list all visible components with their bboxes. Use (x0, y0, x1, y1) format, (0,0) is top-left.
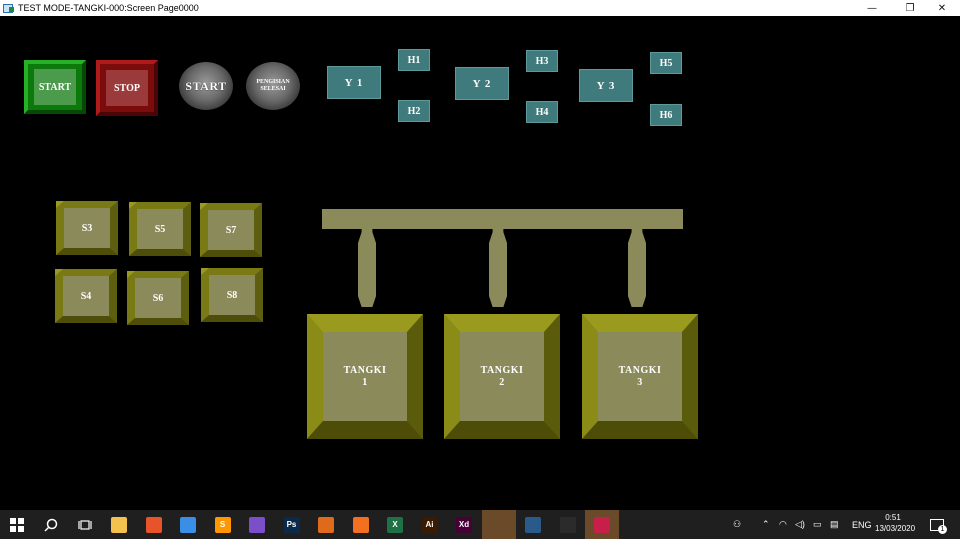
windows-start-icon[interactable] (0, 510, 34, 539)
illustrator-icon: Ai (421, 516, 438, 533)
filling-done-label-line1: PENGISIAN (256, 79, 290, 85)
notification-center-icon[interactable]: 1 (930, 510, 947, 539)
hmi-tool-icon (525, 516, 541, 533)
hmi-tool-app-icon[interactable] (516, 510, 550, 539)
filling-done-label-line2: SELESAI (260, 86, 286, 92)
window-titlebar: TEST MODE-TANGKI-000:Screen Page0000 (0, 0, 960, 16)
battery-icon[interactable]: ▭ (813, 519, 822, 529)
sensor-s5[interactable]: S5 (129, 202, 191, 256)
window-title: TEST MODE-TANGKI-000:Screen Page0000 (18, 3, 199, 13)
stop-button[interactable]: STOP (96, 60, 158, 116)
filling-done-indicator-lamp: PENGISIAN SELESAI (246, 62, 300, 110)
sensor-s4[interactable]: S4 (55, 269, 117, 323)
file-explorer-icon (111, 516, 127, 533)
tank-3[interactable]: TANGKI 3 (582, 314, 698, 439)
start-indicator-lamp: START (179, 62, 233, 110)
tank-3-label: TANGKI (618, 364, 662, 376)
plc-tool-icon (490, 516, 507, 533)
indicator-h5[interactable]: H5 (650, 52, 682, 74)
valve-y2[interactable]: Y 2 (455, 67, 509, 100)
indicator-h1[interactable]: H1 (398, 49, 430, 71)
sensor-s8-label: S8 (209, 275, 255, 315)
visual-studio-app-icon[interactable] (240, 510, 274, 539)
indicator-h4[interactable]: H4 (526, 101, 558, 123)
volume-icon[interactable]: ◁) (795, 519, 805, 529)
clock-time: 0:51 (885, 513, 901, 522)
start-button-label: START (34, 69, 76, 105)
indicator-h6[interactable]: H6 (650, 104, 682, 126)
search-icon[interactable] (34, 510, 68, 539)
tank-2-label: TANGKI (480, 364, 524, 376)
sensor-s7[interactable]: S7 (200, 203, 262, 257)
xd-icon: Xd (456, 516, 472, 533)
people-icon[interactable]: ⚇ (733, 519, 742, 529)
illustrator-app-icon[interactable]: Ai (413, 510, 447, 539)
main-pipe (322, 209, 683, 229)
wifi-icon[interactable]: ◠ (779, 519, 787, 529)
excel-app-icon[interactable]: X (378, 510, 412, 539)
matlab-icon (318, 516, 334, 533)
xd-app-icon[interactable]: Xd (447, 510, 481, 539)
visual-studio-icon (249, 516, 265, 533)
xampp-app-icon[interactable] (344, 510, 378, 539)
language-indicator[interactable]: ENG (852, 519, 872, 530)
restore-button[interactable]: ❐ (905, 2, 915, 14)
chrome-app-icon[interactable] (171, 510, 205, 539)
pipe-to-tank-1 (358, 229, 376, 307)
photoshop-icon: Ps (283, 516, 300, 533)
stop-button-label: STOP (106, 70, 148, 106)
photoshop-app-icon[interactable]: Ps (275, 510, 309, 539)
close-button[interactable]: ✕ (937, 2, 947, 14)
tank-2-number: 2 (499, 376, 505, 388)
hmi-screen: START STOP START PENGISIAN SELESAI Y 1 H… (0, 16, 960, 510)
pipe-to-tank-3 (628, 229, 646, 307)
clock-date: 13/03/2020 (875, 524, 916, 533)
start-button[interactable]: START (24, 60, 86, 114)
tank-1[interactable]: TANGKI 1 (307, 314, 423, 439)
sensor-s6[interactable]: S6 (127, 271, 189, 325)
sensor-s5-label: S5 (137, 209, 183, 249)
indicator-h2[interactable]: H2 (398, 100, 430, 122)
pipe-to-tank-2 (489, 229, 507, 307)
tank-3-number: 3 (637, 376, 643, 388)
valve-y3[interactable]: Y 3 (579, 69, 633, 102)
sensor-s6-label: S6 (135, 278, 181, 318)
tank-1-label: TANGKI (343, 364, 387, 376)
sensor-s3-label: S3 (64, 208, 110, 248)
chrome-icon (180, 516, 196, 533)
sublime-icon: S (214, 516, 231, 533)
runtime-tool-icon (559, 516, 576, 533)
system-clock[interactable]: 0:51 13/03/2020 (875, 512, 916, 534)
sensor-s8[interactable]: S8 (201, 268, 263, 322)
xampp-icon (352, 516, 369, 533)
matlab-app-icon[interactable] (309, 510, 343, 539)
sensor-s4-label: S4 (63, 276, 109, 316)
snip-app-icon[interactable] (137, 510, 171, 539)
tank-1-number: 1 (362, 376, 368, 388)
start-indicator-label: START (185, 78, 227, 93)
task-view-icon[interactable] (68, 510, 102, 539)
test-mode-icon (594, 516, 610, 533)
tank-2[interactable]: TANGKI 2 (444, 314, 560, 439)
plc-tool-app-icon[interactable] (481, 510, 516, 539)
excel-icon: X (387, 516, 403, 533)
sublime-app-icon[interactable]: S (206, 510, 240, 539)
file-explorer-app-icon[interactable] (102, 510, 136, 539)
taskbar: S Ps X Ai Xd ⚇ ⌃ ◠ ◁) ▭ ▤ ENG 1 (0, 510, 960, 539)
runtime-tool-app-icon[interactable] (551, 510, 585, 539)
valve-y1[interactable]: Y 1 (327, 66, 381, 99)
app-icon (3, 3, 15, 13)
indicator-h3[interactable]: H3 (526, 50, 558, 72)
network-icon[interactable]: ▤ (830, 519, 839, 529)
snip-icon (145, 516, 162, 533)
show-hidden-icons-chevron-icon[interactable]: ⌃ (762, 519, 770, 529)
test-mode-app-icon[interactable] (585, 510, 619, 539)
notification-count: 1 (938, 524, 947, 534)
minimize-button[interactable]: — (867, 2, 877, 14)
sensor-s3[interactable]: S3 (56, 201, 118, 255)
sensor-s7-label: S7 (208, 210, 254, 250)
